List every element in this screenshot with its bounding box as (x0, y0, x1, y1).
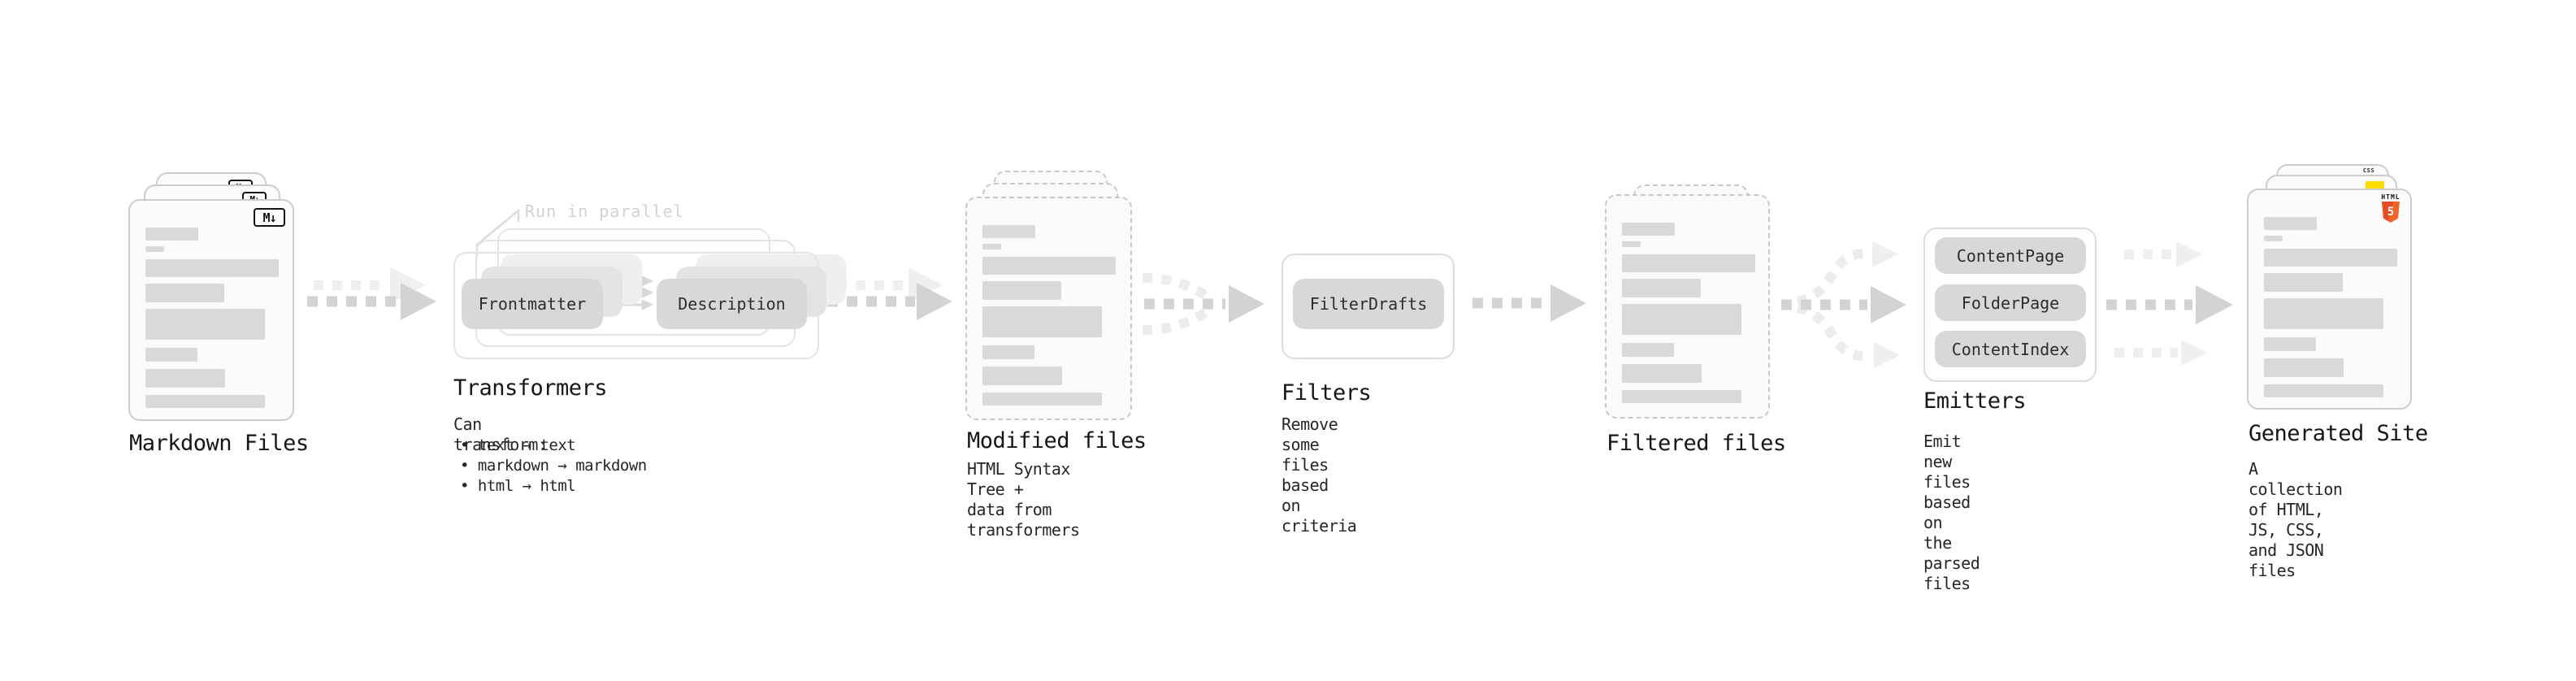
html5-shield-icon: 5 (2382, 202, 2400, 223)
doc-text-bar (982, 345, 1034, 359)
doc-text-bar (1622, 390, 1741, 403)
doc-text-bar (145, 246, 164, 252)
run-in-parallel-annotation: Run in parallel (525, 202, 684, 221)
doc-text-bar (2264, 236, 2283, 241)
doc-text-bar (982, 225, 1035, 238)
frontmatter-pill: Frontmatter (462, 279, 603, 329)
html5-number: 5 (2387, 206, 2395, 219)
flow-arrow-emitters-to-generated (2106, 241, 2233, 366)
doc-text-bar (982, 257, 1116, 275)
doc-text-bar (145, 369, 225, 388)
description-pill: Description (657, 279, 807, 329)
modified-files-label: Modified files (967, 428, 1147, 453)
doc-text-bar (145, 395, 265, 408)
doc-text-bar (2264, 337, 2316, 351)
doc-text-bar (145, 348, 197, 362)
folderpage-pill: FolderPage (1935, 284, 2086, 321)
doc-text-bar (2264, 217, 2317, 230)
doc-text-bar (145, 284, 224, 302)
generated-html-file-card: HTML 5 (2247, 189, 2412, 410)
doc-text-bar (982, 367, 1062, 385)
doc-text-bar (982, 393, 1102, 406)
transformers-subtitle: Can transform: (453, 414, 548, 454)
filters-subtitle: Remove some files based on criteria (1281, 414, 1357, 536)
emitters-subtitle: Emit new files based on the parsed files (1923, 432, 1980, 593)
transform-bullet: • html → html (460, 477, 576, 495)
doc-text-bar (2264, 249, 2397, 267)
doc-text-bar (145, 228, 198, 241)
html5-badge-icon: HTML 5 (2379, 193, 2403, 223)
doc-text-bar (1622, 223, 1675, 236)
markdown-file-card: M↓ (128, 199, 294, 421)
js-badge-icon (2366, 181, 2384, 190)
flow-arrow-modified-to-filters (1142, 273, 1264, 335)
css-badge-label: CSS (2362, 167, 2375, 174)
emitters-label: Emitters (1923, 388, 2027, 414)
doc-text-bar (2264, 298, 2383, 329)
contentindex-pill: ContentIndex (1935, 331, 2086, 367)
filtered-files-label: Filtered files (1607, 431, 1786, 456)
contentpage-pill: ContentPage (1935, 237, 2086, 274)
generated-site-subtitle: A collection of HTML, JS, CSS, and JSON … (2249, 459, 2343, 580)
doc-text-bar (1622, 304, 1741, 335)
doc-text-bar (1622, 279, 1701, 297)
filtered-file-card (1605, 194, 1770, 419)
doc-text-bar (2264, 384, 2383, 397)
filters-label: Filters (1281, 380, 1372, 406)
transformers-label: Transformers (453, 375, 608, 401)
markdown-files-label: Markdown Files (129, 431, 309, 456)
doc-text-bar (2264, 358, 2344, 377)
doc-text-bar (145, 309, 265, 340)
doc-text-bar (1622, 343, 1674, 357)
transform-bullet: • markdown → markdown (460, 457, 647, 475)
flow-arrow-markdown-to-transformers (307, 267, 436, 320)
doc-text-bar (145, 259, 279, 277)
flow-arrow-filtered-to-emitters (1781, 241, 1906, 368)
doc-text-bar (982, 306, 1102, 337)
doc-text-bar (1622, 364, 1702, 383)
filterdrafts-pill: FilterDrafts (1293, 279, 1444, 329)
html5-badge-label: HTML (2381, 193, 2400, 201)
markdown-badge-icon: M↓ (254, 208, 285, 227)
doc-text-bar (2264, 273, 2343, 292)
modified-file-card (965, 197, 1132, 420)
transform-bullet: • text → text (460, 436, 576, 454)
doc-text-bar (1622, 254, 1755, 272)
generated-site-label: Generated Site (2249, 421, 2428, 446)
doc-text-bar (982, 244, 1001, 249)
transformer-container (453, 252, 819, 359)
modified-files-subtitle: HTML Syntax Tree + data from transformer… (967, 459, 1080, 540)
doc-text-bar (1622, 241, 1641, 247)
flow-arrow-filters-to-filtered (1472, 284, 1586, 322)
doc-text-bar (982, 281, 1061, 300)
flow-arrow-transformers-to-modified (827, 267, 952, 320)
